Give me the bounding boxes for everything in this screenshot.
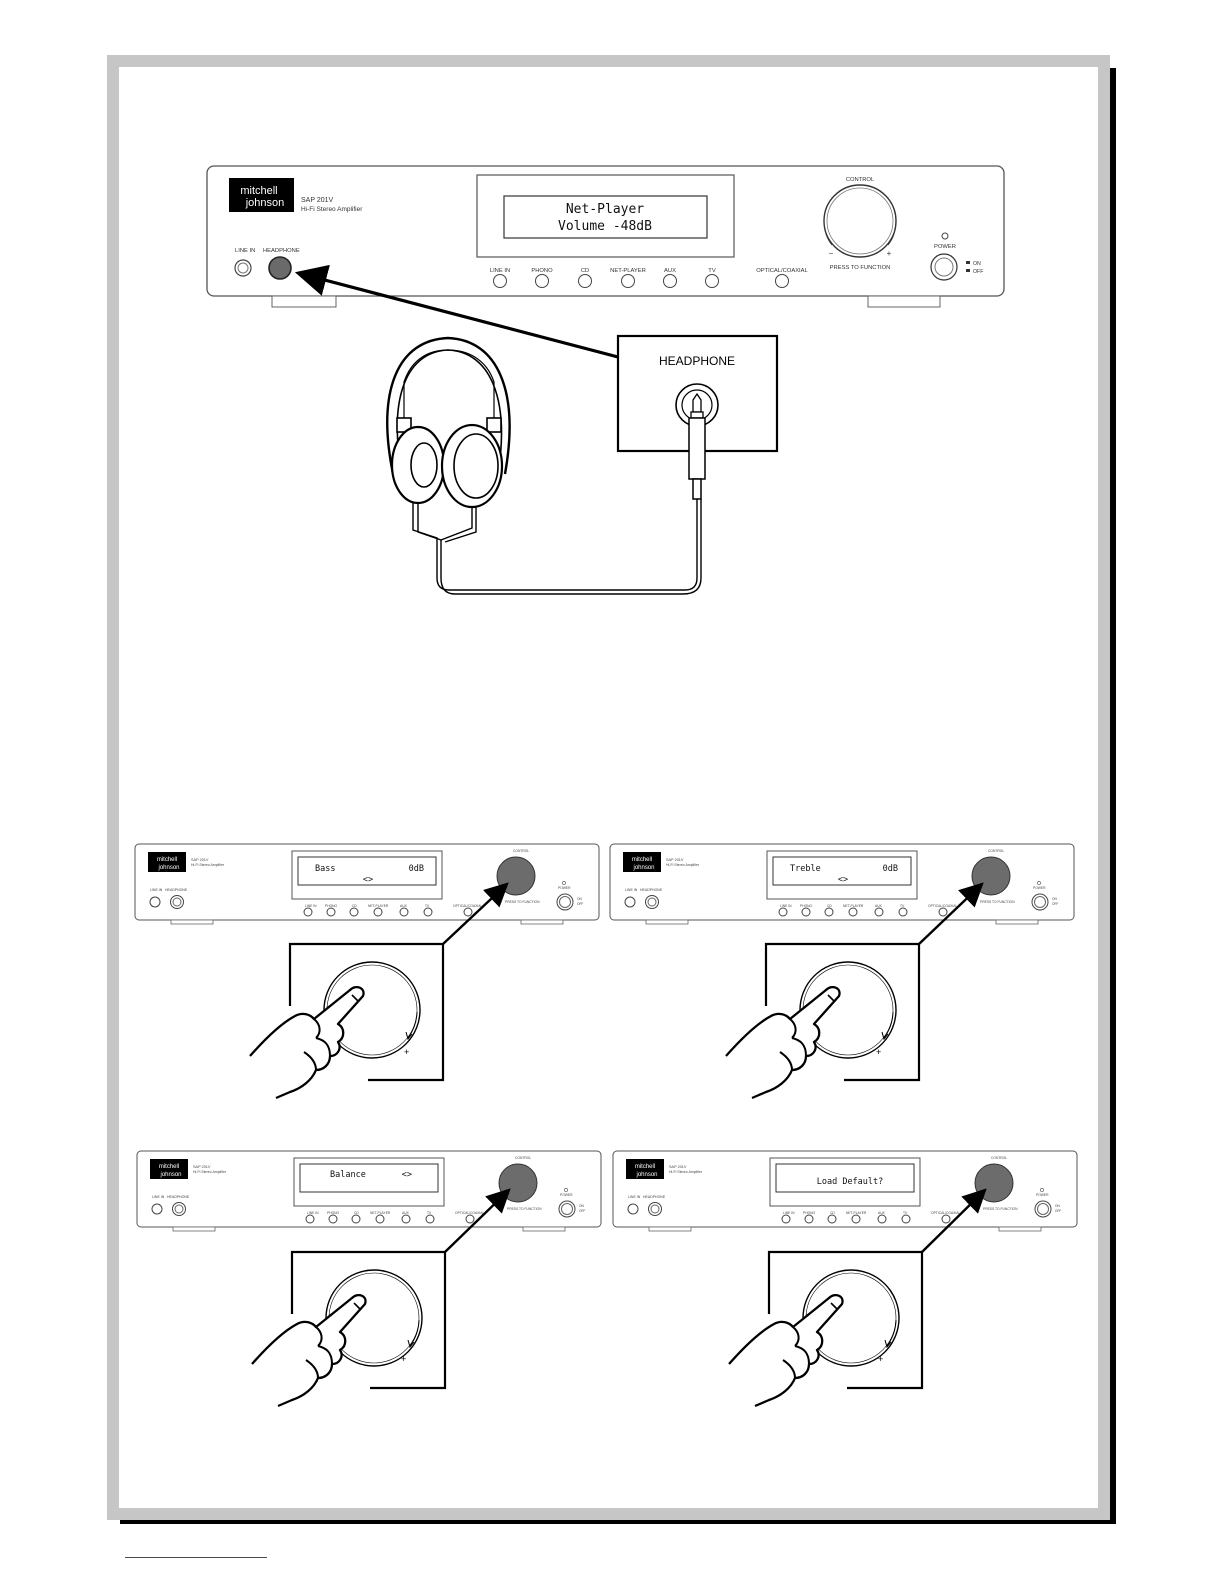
button-label-phono: PHONO <box>531 268 553 274</box>
callout-label: HEADPHONE <box>659 354 735 368</box>
power-switch: POWER ON OFF <box>930 232 983 281</box>
button-label-optical: OPTICAL/COAXIAL <box>756 268 808 274</box>
bass-display-line-1: Bass <box>315 864 335 874</box>
on-label: ON <box>973 261 981 267</box>
button-label-aux: AUX <box>664 268 676 274</box>
minus-label: − <box>829 249 834 258</box>
treble-knob-plus: + <box>876 1047 881 1057</box>
panel-bass: Bass 0dB <> + <box>134 843 600 1100</box>
control-label: CONTROL <box>846 177 875 183</box>
button-label-net-player: NET-PLAYER <box>610 268 646 274</box>
line-in-button <box>493 274 507 288</box>
balance-knob-plus: + <box>401 1354 406 1364</box>
headphone-arrow <box>294 264 619 359</box>
treble-display-line-2: <> <box>838 875 848 885</box>
brand-logo: mitchell johnson <box>229 178 294 212</box>
control-knob-ring <box>823 184 897 258</box>
load-default-display: Load Default? <box>817 1177 884 1187</box>
control-knob: CONTROL − + PRESS TO FUNCTION <box>823 177 897 271</box>
treble-display-line-1: Treble <box>790 864 821 874</box>
bass-display-value: 0dB <box>409 864 424 874</box>
panel-load-default: Load Default? + <box>612 1150 1078 1408</box>
source-buttons: LINE IN PHONO CD NET-PLAYER AUX TV OPTIC… <box>490 268 809 288</box>
net-player-button <box>621 274 635 288</box>
button-label-cd: CD <box>581 268 589 274</box>
model-name: SAP 201V <box>301 197 334 204</box>
headphone-jack-label: HEADPHONE <box>263 248 300 254</box>
footer-link-underline <box>125 1557 267 1558</box>
model-subtitle: Hi-Fi Stereo Amplifier <box>301 206 363 213</box>
treble-display-value: 0dB <box>883 864 898 874</box>
brand-line-2: johnson <box>245 197 285 209</box>
headphones <box>386 336 702 595</box>
headphone-plug <box>688 392 706 500</box>
button-label-tv: TV <box>708 268 716 274</box>
panel-balance: Balance <> + <box>136 1150 602 1408</box>
display-line-1: Net-Player <box>566 202 644 217</box>
power-led <box>941 232 949 240</box>
main-display: Net-Player Volume -48dB <box>476 174 735 258</box>
cd-button <box>578 274 592 288</box>
main-amplifier: mitchell johnson SAP 201V Hi-Fi Stereo A… <box>206 165 1005 308</box>
press-to-function-label: PRESS TO FUNCTION <box>830 265 891 271</box>
off-label: OFF <box>973 269 983 275</box>
bass-knob-plus: + <box>404 1047 409 1057</box>
bass-display-line-2: <> <box>363 875 373 885</box>
panel-treble: Treble 0dB <> + <box>609 843 1075 1100</box>
button-label-line-in: LINE IN <box>490 268 510 274</box>
aux-button <box>663 274 677 288</box>
power-label: POWER <box>934 244 956 250</box>
plus-label: + <box>887 249 892 258</box>
headphone-jack <box>268 256 292 280</box>
optical-button <box>775 274 789 288</box>
balance-display-line-1: Balance <box>330 1170 366 1180</box>
balance-display-value: <> <box>402 1170 412 1180</box>
load-default-knob-plus: + <box>878 1354 883 1364</box>
headphone-callout: HEADPHONE <box>616 334 779 500</box>
line-in-jack-label: LINE IN <box>235 248 255 254</box>
display-line-2: Volume -48dB <box>558 219 652 234</box>
brand-line-1: mitchell <box>240 185 277 197</box>
tv-button <box>705 274 719 288</box>
phono-button <box>535 274 549 288</box>
